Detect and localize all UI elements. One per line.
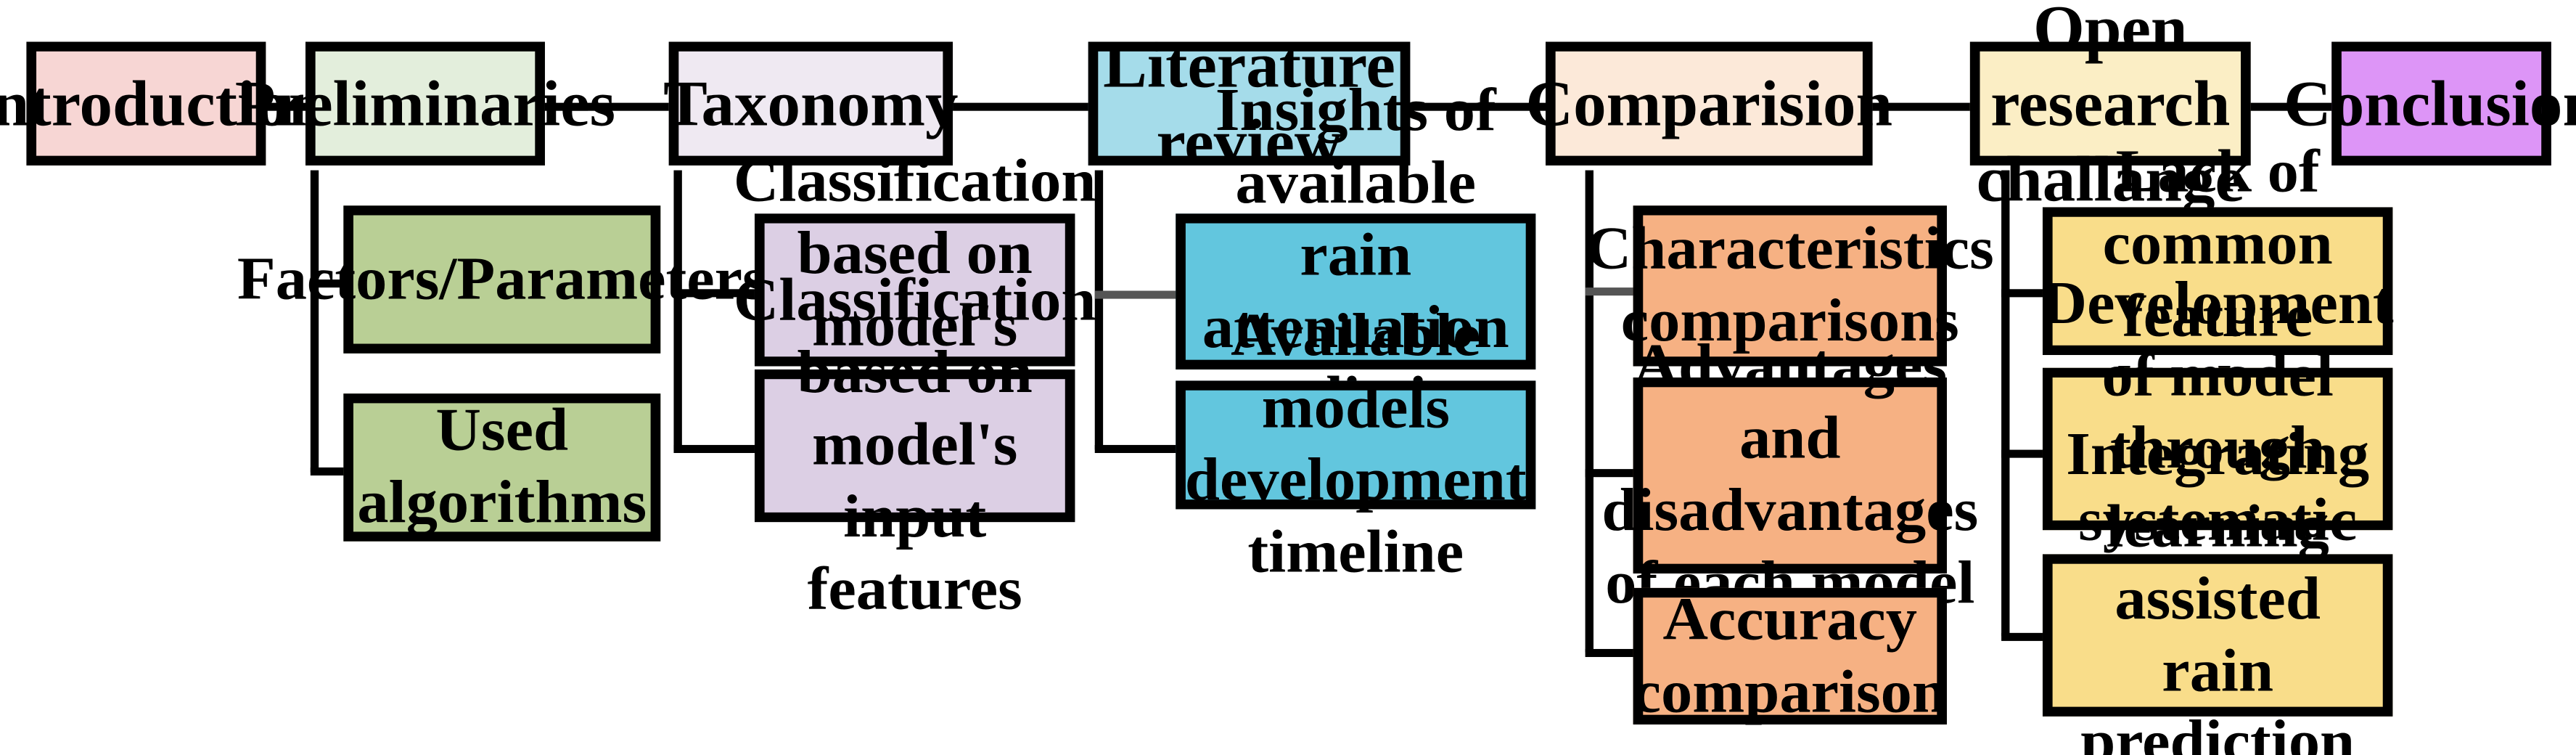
node-taxonomy[interactable]: Taxonomy [663, 41, 959, 166]
stub-advantages-disadvantages [1585, 469, 1638, 478]
link-comparision-to-open-research [1869, 102, 1972, 111]
node-literature-review-label: Literature review [1103, 29, 1395, 178]
node-preliminaries-label: Preliminaries [234, 67, 616, 140]
node-literature-review[interactable]: Literature review [1088, 30, 1411, 178]
node-factors-parameters[interactable]: Factors/Parameters [237, 205, 767, 354]
node-conclusion-label: Conclusion [2284, 67, 2576, 140]
node-models-development-timeline[interactable]: Available models development timeline [1176, 303, 1536, 586]
link-taxonomy-to-literature [949, 102, 1090, 111]
node-open-research-challange[interactable]: Open research challange [1969, 0, 2251, 216]
node-used-algorithms-label: Used algorithms [357, 396, 647, 537]
stub-classification-structure [673, 289, 760, 298]
node-characteristics-comparisons-label: Characteristics comparisons [1586, 215, 1994, 356]
stub-classification-input-features [673, 444, 760, 453]
stub-integrating-learning-assisted [2001, 632, 2048, 641]
node-classification-model-input-features[interactable]: Classification based on model's input fe… [734, 267, 1096, 623]
stub-characteristics-comparisons [1585, 287, 1638, 296]
trunk-comparision [1585, 170, 1593, 653]
node-models-development-timeline-label: Available models development timeline [1184, 302, 1527, 587]
node-accuracy-comparison[interactable]: Accuracy comparison [1633, 586, 1947, 725]
node-comparision-label: Comparision [1525, 67, 1893, 140]
trunk-taxonomy [673, 170, 682, 450]
node-factors-parameters-label: Factors/Parameters [237, 245, 767, 313]
node-advantages-disadvantages[interactable]: Advantages and disadvantages of each mod… [1601, 333, 1978, 617]
node-introduction-label: Introduction [0, 67, 326, 140]
link-introduction-to-preliminaries [264, 102, 314, 111]
stub-used-algorithms [310, 467, 350, 476]
trunk-literature-review [1094, 170, 1104, 450]
node-classification-model-input-features-label: Classification based on model's input fe… [733, 267, 1096, 623]
node-taxonomy-label: Taxonomy [663, 67, 959, 140]
node-used-algorithms[interactable]: Used algorithms [343, 393, 661, 542]
link-preliminaries-to-taxonomy [544, 102, 669, 111]
trunk-preliminaries [310, 170, 319, 473]
stub-insights-rain-attenuation [1094, 290, 1181, 299]
node-integrating-learning-assisted-label: Integrating learning assisted rain predi… [2066, 420, 2370, 755]
stub-development-of-model-systematic [2001, 449, 2048, 458]
node-advantages-disadvantages-label: Advantages and disadvantages of each mod… [1601, 332, 1979, 617]
node-open-research-challange-label: Open research challange [1976, 0, 2244, 216]
stub-models-development-timeline [1094, 444, 1181, 453]
stub-accuracy-comparison [1585, 648, 1638, 658]
stub-factors-parameters [310, 279, 350, 288]
node-characteristics-comparisons[interactable]: Characteristics comparisons [1586, 205, 1994, 367]
node-conclusion[interactable]: Conclusion [2284, 41, 2576, 166]
link-open-research-to-conclusion [2247, 102, 2334, 111]
node-development-of-model-systematic[interactable]: Development of model through systematic … [2042, 271, 2394, 627]
node-integrating-learning-assisted[interactable]: Integrating learning assisted rain predi… [2042, 421, 2393, 755]
node-comparision[interactable]: Comparision [1525, 41, 1892, 166]
link-literature-to-comparision [1406, 102, 1548, 111]
stub-lack-of-common-feature-database [2001, 289, 2048, 298]
trunk-open-research-challange [2001, 170, 2010, 637]
node-preliminaries[interactable]: Preliminaries [235, 41, 615, 166]
node-introduction[interactable]: Introduction [0, 41, 325, 166]
node-accuracy-comparison-label: Accuracy comparison [1633, 585, 1947, 726]
